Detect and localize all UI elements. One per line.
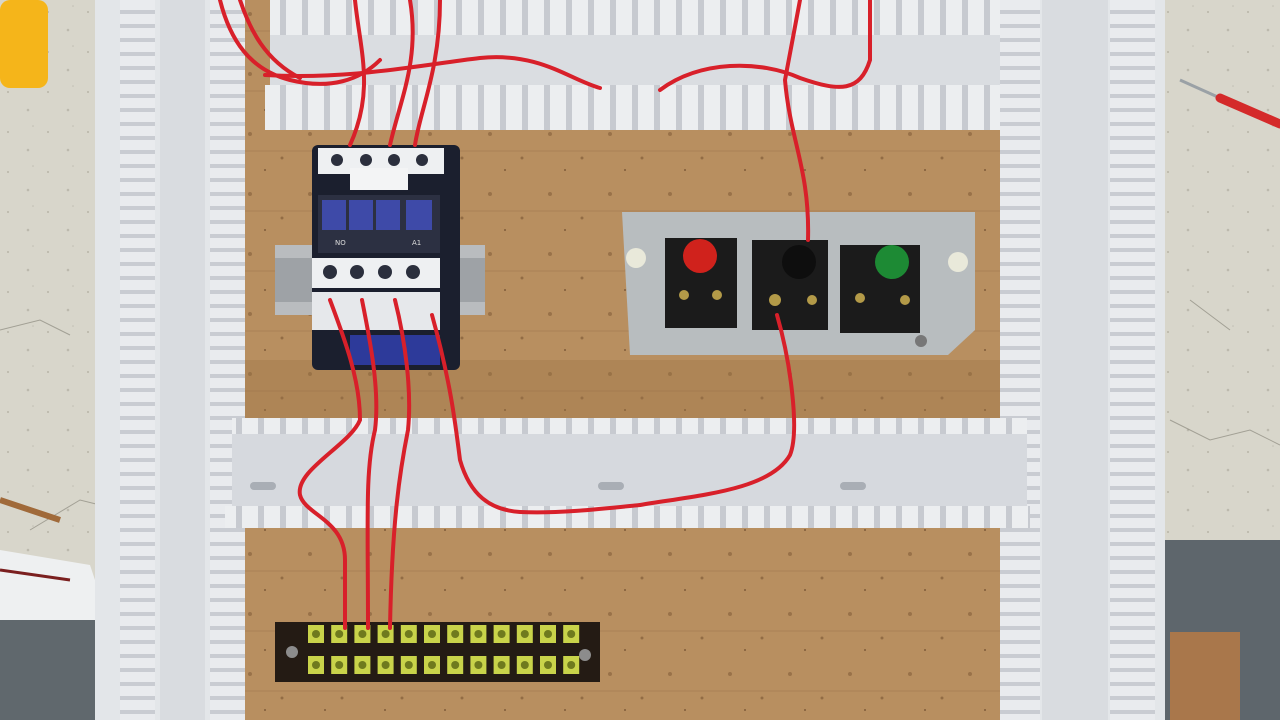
terminal-screw-head — [335, 661, 344, 669]
terminal-screw-head — [381, 630, 390, 638]
terminal-screw-head — [474, 630, 483, 638]
contactor-label-1: NO — [335, 239, 346, 247]
yellow-tool — [0, 0, 48, 88]
middle-cable-duct — [225, 418, 1030, 528]
terminal-screw-head — [312, 630, 320, 638]
terminal-screw-head — [544, 661, 552, 669]
terminal-screw-head — [544, 630, 552, 638]
terminal-screw-head — [474, 661, 483, 669]
terminal-screw-head — [312, 661, 320, 669]
terminal-screw-head — [358, 661, 367, 669]
terminal-screw-head — [497, 630, 506, 638]
terminal-screw-head — [404, 661, 413, 669]
push-button-red-unit — [665, 238, 737, 328]
push-button-green-unit — [840, 245, 920, 333]
terminal-screw-head — [358, 630, 367, 638]
top-cable-duct — [265, 0, 1000, 130]
screwdriver — [1179, 78, 1280, 129]
terminal-screw-head — [520, 630, 529, 638]
terminal-screw-head — [404, 630, 413, 638]
terminal-screw-head — [335, 630, 344, 638]
contactor-label-2: A1 — [412, 239, 421, 247]
right-cable-duct — [1000, 0, 1165, 720]
floor-cracks — [0, 299, 1280, 531]
terminal-screw-head — [567, 661, 576, 669]
cable-clamp — [0, 497, 105, 720]
red-wires — [218, 0, 872, 630]
green-button — [875, 245, 909, 279]
terminal-screw-head — [451, 661, 460, 669]
left-cable-duct — [95, 0, 245, 720]
terminal-screw-head — [428, 630, 436, 638]
contactor: NO A1 — [312, 145, 460, 370]
red-button — [683, 239, 717, 273]
wood-offcut — [1170, 632, 1240, 720]
terminal-screw-head — [428, 661, 436, 669]
terminal-screw-head — [451, 630, 460, 638]
black-button — [782, 245, 816, 279]
terminal-block — [275, 622, 600, 682]
terminal-screw-head — [520, 661, 529, 669]
terminal-screw-head — [381, 661, 390, 669]
terminal-screw-head — [497, 661, 506, 669]
terminal-screw-head — [567, 630, 576, 638]
push-button-black-unit — [752, 240, 828, 330]
